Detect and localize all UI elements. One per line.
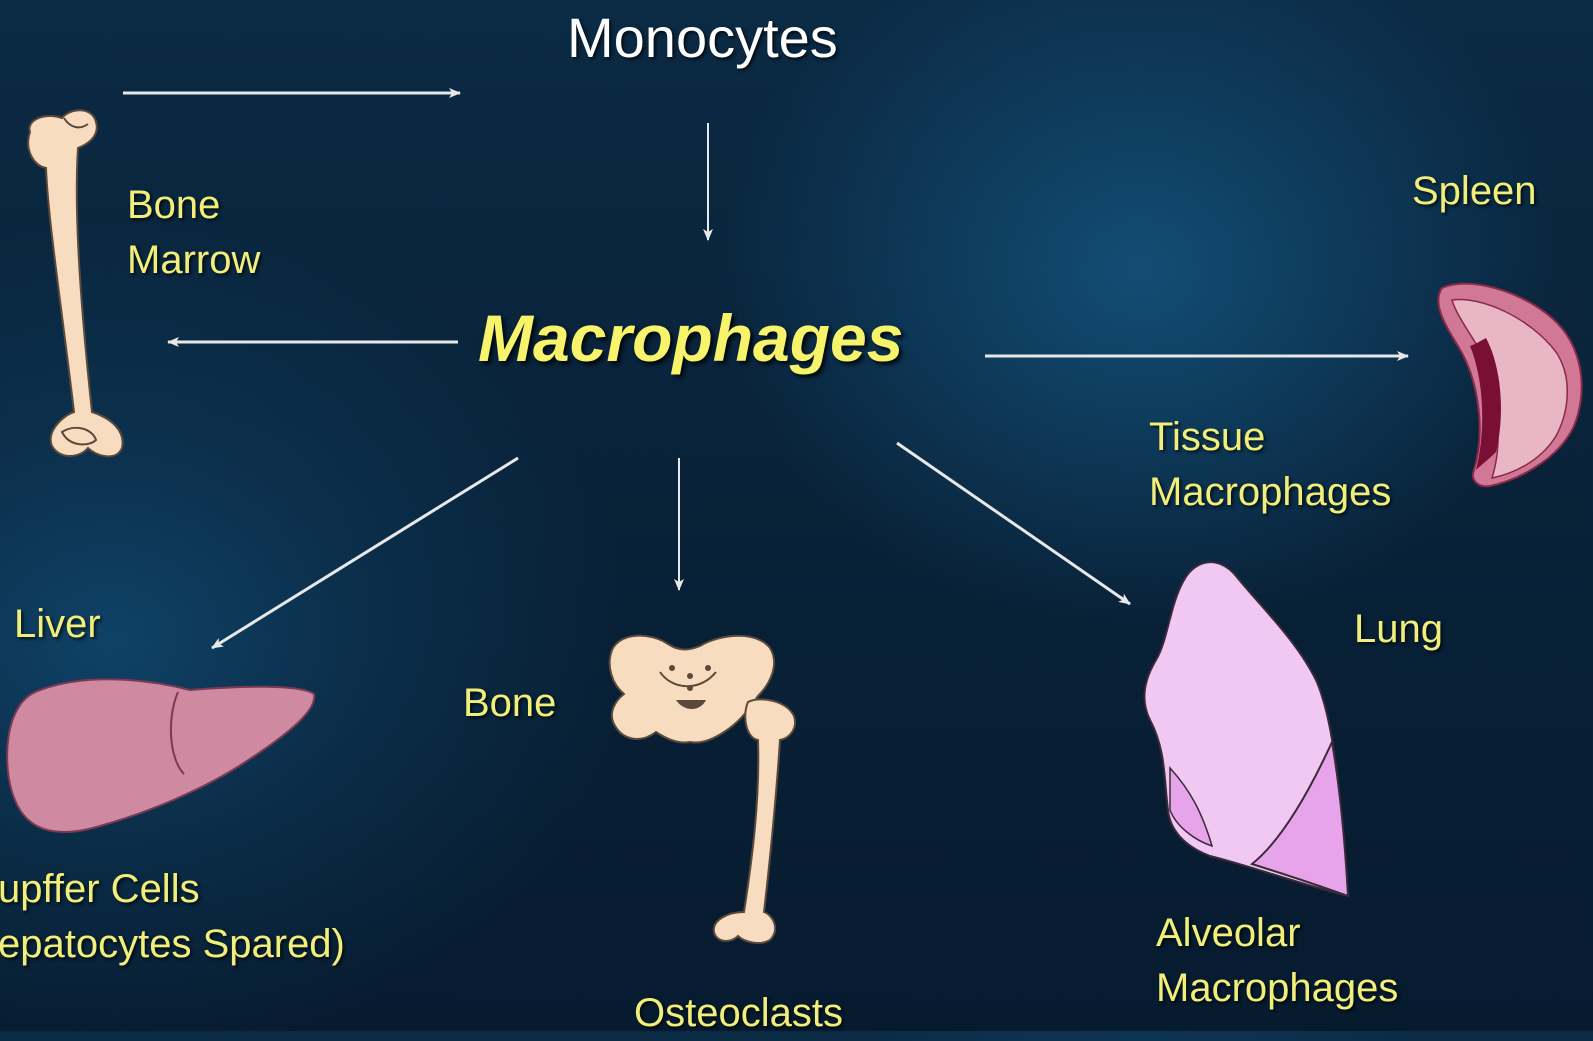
monocytes-label: Monocytes (567, 6, 838, 70)
bone-label: Bone (463, 676, 556, 731)
kupffer-cells-label: upffer Cells epatocytes Spared) (0, 862, 345, 972)
liver-label: Liver (14, 597, 101, 652)
tissue-macrophages-label: Tissue Macrophages (1149, 410, 1391, 520)
bone-marrow-label: Bone Marrow (127, 178, 260, 288)
lung-label: Lung (1354, 602, 1443, 657)
spleen-label: Spleen (1412, 164, 1537, 219)
osteoclasts-label: Osteoclasts (634, 986, 843, 1041)
macrophages-label: Macrophages (478, 300, 903, 376)
alveolar-macrophages-label: Alveolar Macrophages (1156, 906, 1398, 1016)
